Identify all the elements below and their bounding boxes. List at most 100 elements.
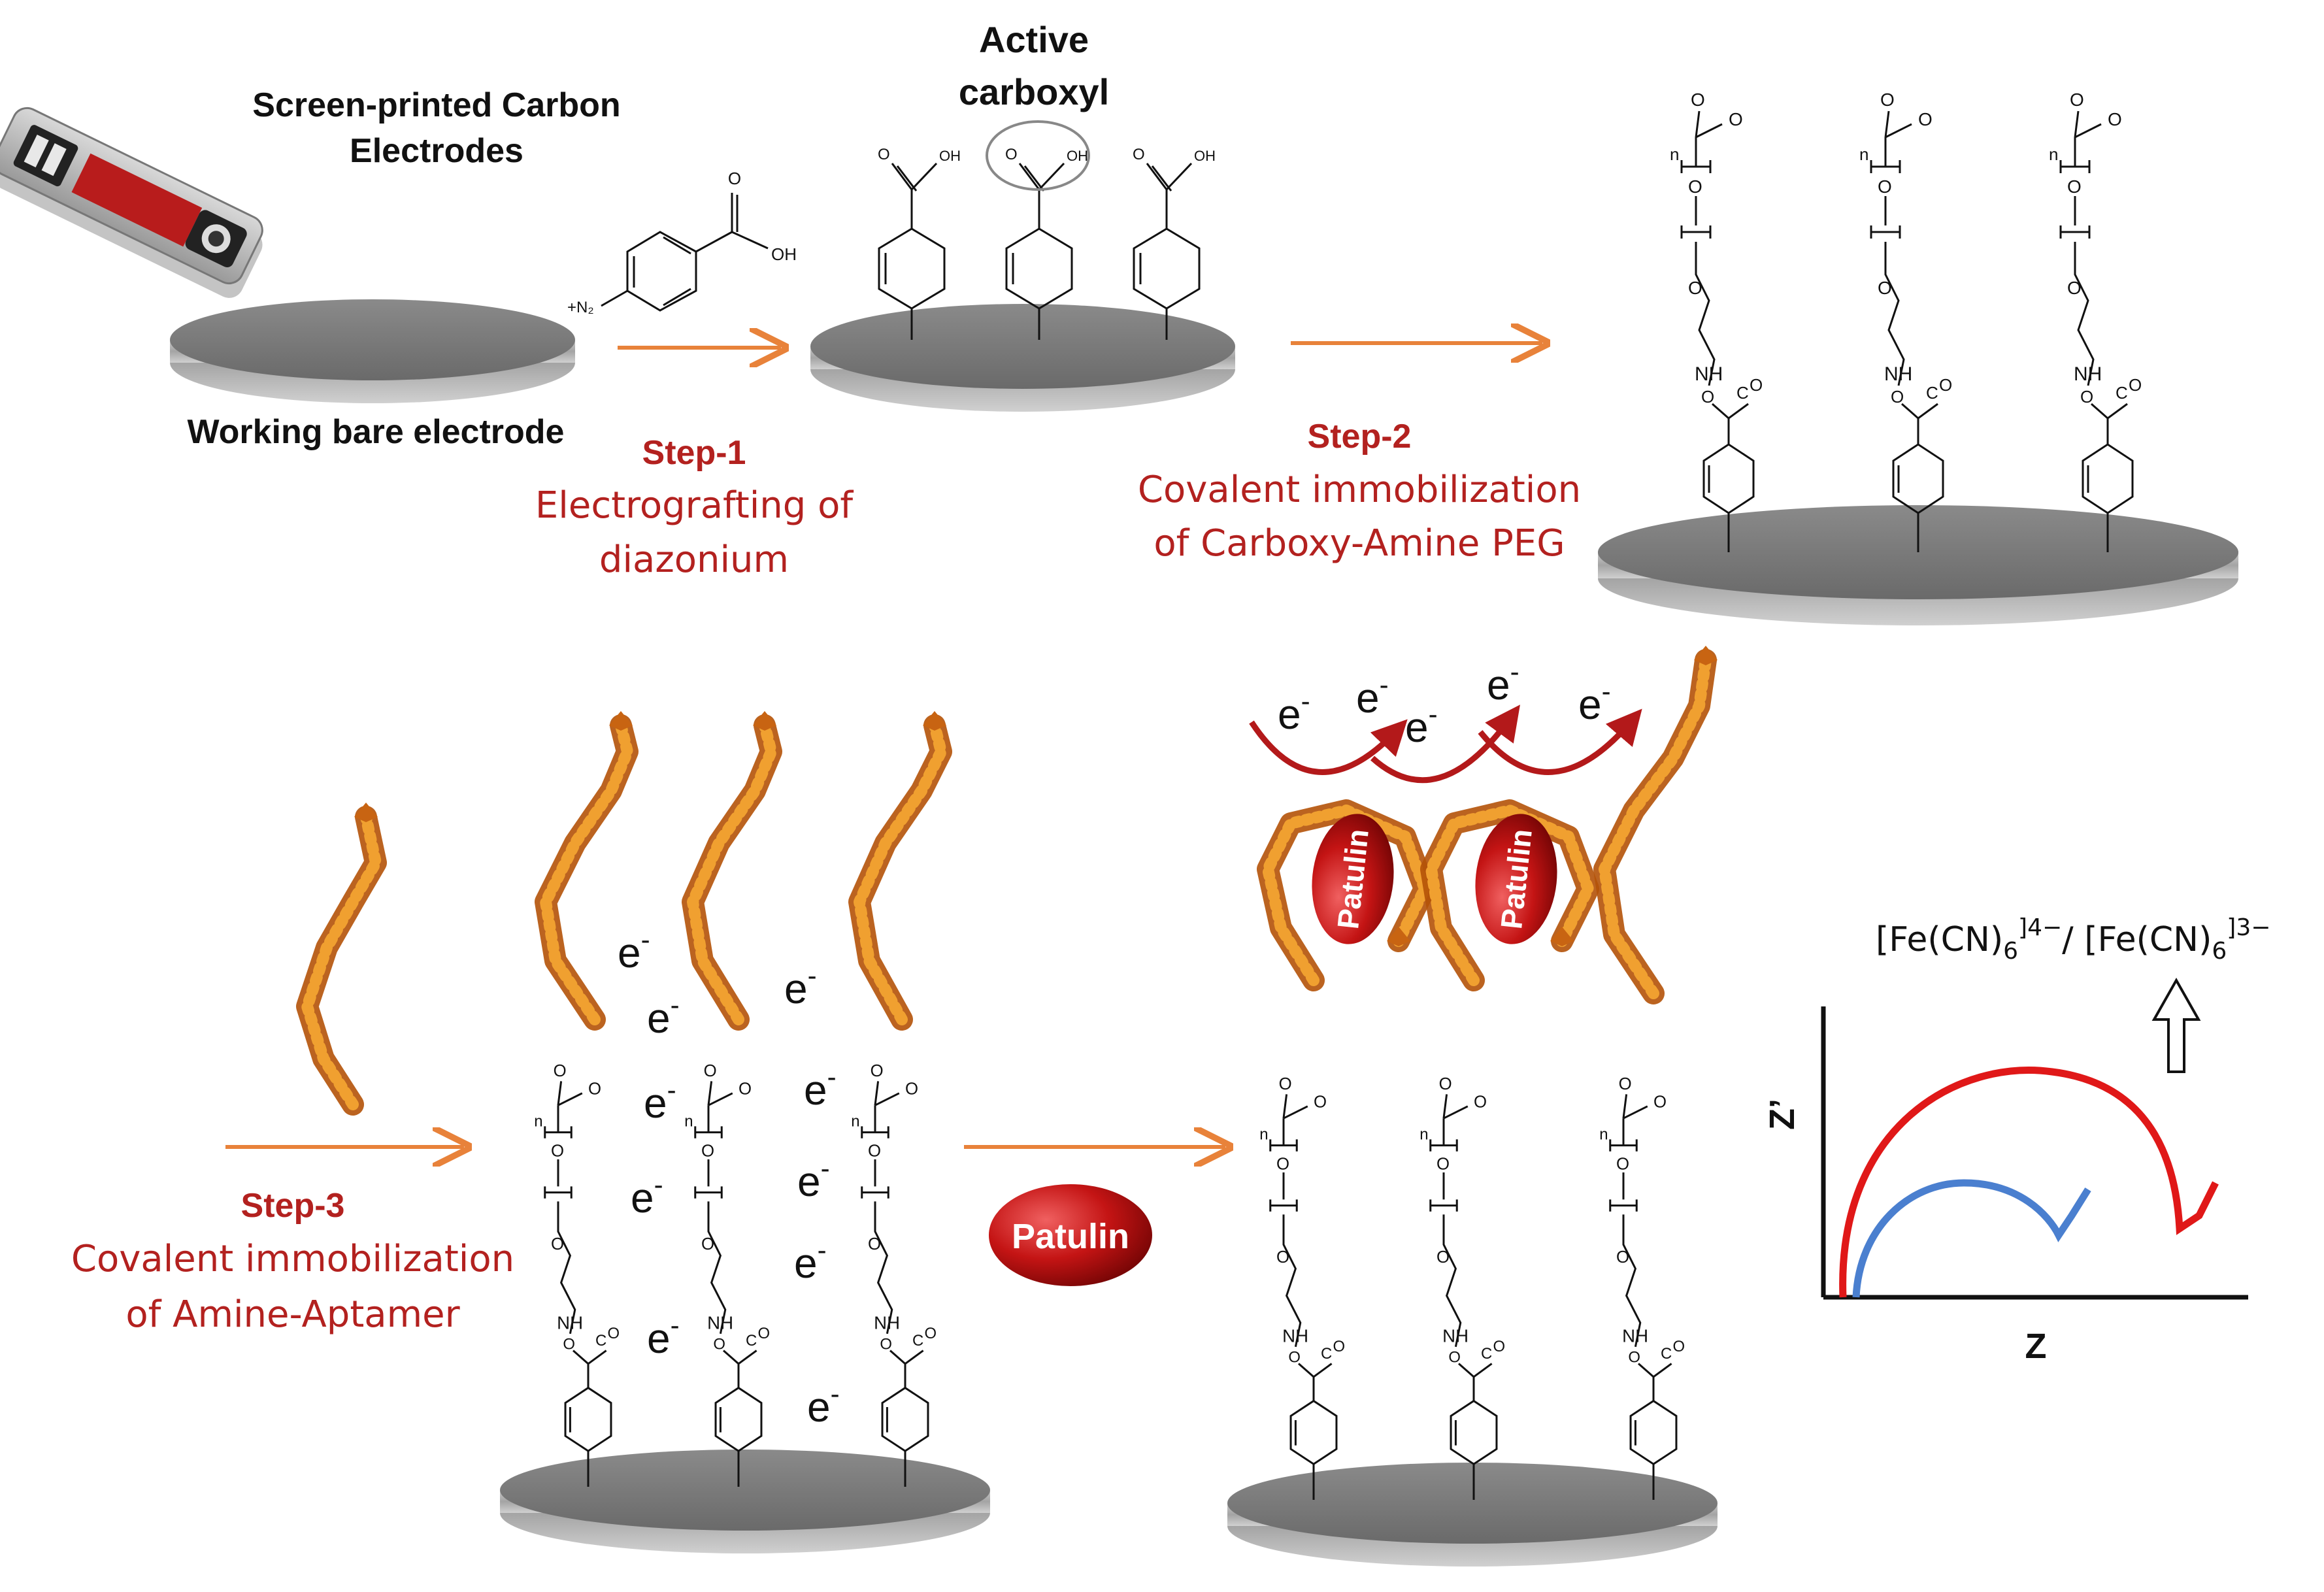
peg-chain: [1609, 1094, 1678, 1500]
carboxyl-oh: OH: [939, 148, 961, 164]
peg-o4: O: [551, 1142, 564, 1160]
peg-o5: O: [1474, 1093, 1487, 1112]
peg-o5: O: [1314, 1093, 1327, 1112]
redox-sup1: ]4−: [2018, 914, 2062, 941]
peg-o2: O: [1493, 1338, 1505, 1355]
electron-minus: -: [808, 960, 817, 991]
peg-o2: O: [1672, 1338, 1685, 1355]
electron-e: e: [644, 1080, 667, 1127]
electron-label: e-: [1278, 686, 1310, 738]
peg-o6: O: [1439, 1075, 1452, 1093]
peg-o3: O: [551, 1235, 564, 1253]
aptamers-standing: [535, 711, 952, 1031]
patulin-free-label: Patulin: [1012, 1217, 1129, 1256]
electron-e: e: [1487, 661, 1510, 708]
active-carboxyl-label-line2: carboxyl: [959, 71, 1109, 112]
peg-o: O: [713, 1336, 725, 1353]
redox-sup2: ]3−: [2227, 914, 2270, 941]
patulin-molecule-bound-2: Patulin: [1475, 814, 1557, 944]
peg-nh: NH: [1622, 1325, 1648, 1346]
step1-desc-line2: diazonium: [599, 539, 789, 581]
redox-sub2: 6: [2212, 938, 2227, 965]
nyquist-plot: Z Z’: [1763, 1006, 2248, 1366]
electron-minus: -: [671, 989, 680, 1020]
peg-chain: [1870, 110, 1944, 552]
electron-label: e-: [644, 1074, 676, 1127]
peg-o6: O: [1691, 90, 1705, 110]
peg-o: O: [1288, 1349, 1301, 1367]
electron-label: e-: [631, 1169, 663, 1221]
peg-o5: O: [1918, 109, 1933, 129]
peg-c: C: [595, 1332, 606, 1350]
peg-o4: O: [1276, 1155, 1289, 1173]
bare-electrode-disc: [170, 299, 575, 403]
peg-o: O: [1448, 1349, 1461, 1367]
carboxyl-oh: OH: [1194, 148, 1216, 164]
electron-e: e: [797, 1158, 821, 1205]
aptamer-strand: [535, 711, 639, 1031]
bound-electrode-disc: [1227, 1463, 1718, 1567]
electron-label: e-: [794, 1235, 827, 1287]
patulin-molecule-bound-1: Patulin: [1312, 814, 1394, 944]
transfer-electrons: e-e-e-e-e-: [1278, 656, 1611, 751]
electron-minus: -: [1301, 686, 1310, 716]
electron-e: e: [647, 1315, 671, 1362]
patulin-molecule-free: Patulin: [989, 1184, 1152, 1286]
electron-e: e: [807, 1384, 831, 1431]
step1-title: Step-1: [642, 434, 746, 472]
peg-chain: [694, 1081, 763, 1487]
peg-o4: O: [1878, 176, 1892, 197]
electron-minus: -: [827, 1061, 837, 1092]
peg-c: C: [1926, 383, 1938, 403]
electron-e: e: [647, 995, 671, 1042]
electron-minus: -: [667, 1074, 676, 1105]
redox-fe2: [Fe(CN): [2084, 920, 2212, 959]
peg-n: n: [1599, 1125, 1608, 1143]
electron-minus: -: [831, 1378, 840, 1409]
redox-sub1: 6: [2003, 938, 2018, 965]
peg-c: C: [1321, 1345, 1332, 1363]
aptamer-strand: [1593, 646, 1718, 1004]
peg-c: C: [1481, 1345, 1492, 1363]
peg-nh: NH: [1884, 363, 1912, 385]
peg-c: C: [912, 1332, 923, 1350]
peg-o4: O: [1616, 1155, 1629, 1173]
carboxyl-o: O: [1133, 146, 1145, 163]
peg-o6: O: [871, 1062, 884, 1080]
peg-o2: O: [757, 1325, 770, 1342]
peg-o6: O: [704, 1062, 717, 1080]
peg-o2: O: [2129, 375, 2142, 395]
peg-chain: [1429, 1094, 1498, 1500]
peg-o: O: [1891, 387, 1904, 406]
peg-o2: O: [1939, 375, 1952, 395]
electron-label: e-: [1487, 656, 1519, 708]
diazonium-n2: +N₂: [567, 299, 594, 316]
electron-minus: -: [1510, 656, 1519, 687]
carboxyl-oh: OH: [1067, 148, 1088, 164]
electron-label: e-: [807, 1378, 840, 1431]
peg-o2: O: [924, 1325, 937, 1342]
peg-chain: [861, 1081, 929, 1487]
aptamer-strand: [1420, 799, 1599, 991]
peg-n: n: [1259, 1125, 1268, 1143]
diazonium-o: O: [728, 169, 741, 188]
peg-o5: O: [905, 1080, 918, 1099]
peg-nh: NH: [557, 1312, 583, 1333]
step2-desc-line2: of Carboxy-Amine PEG: [1154, 522, 1565, 565]
peg-o3: O: [1276, 1248, 1289, 1267]
peg-o4: O: [1688, 176, 1702, 197]
peg-nh: NH: [874, 1312, 900, 1333]
nyquist-y-label: Z’: [1763, 1099, 1802, 1130]
electron-label: e-: [1578, 676, 1611, 728]
peg-chain: [544, 1081, 612, 1487]
peg-n: n: [2049, 144, 2058, 164]
free-electrons: e-e-e-e-e-e-e-e-e-e-: [618, 924, 840, 1431]
peg-o4: O: [1436, 1155, 1450, 1173]
peg-o5: O: [588, 1080, 601, 1099]
peg-o: O: [1701, 387, 1714, 406]
